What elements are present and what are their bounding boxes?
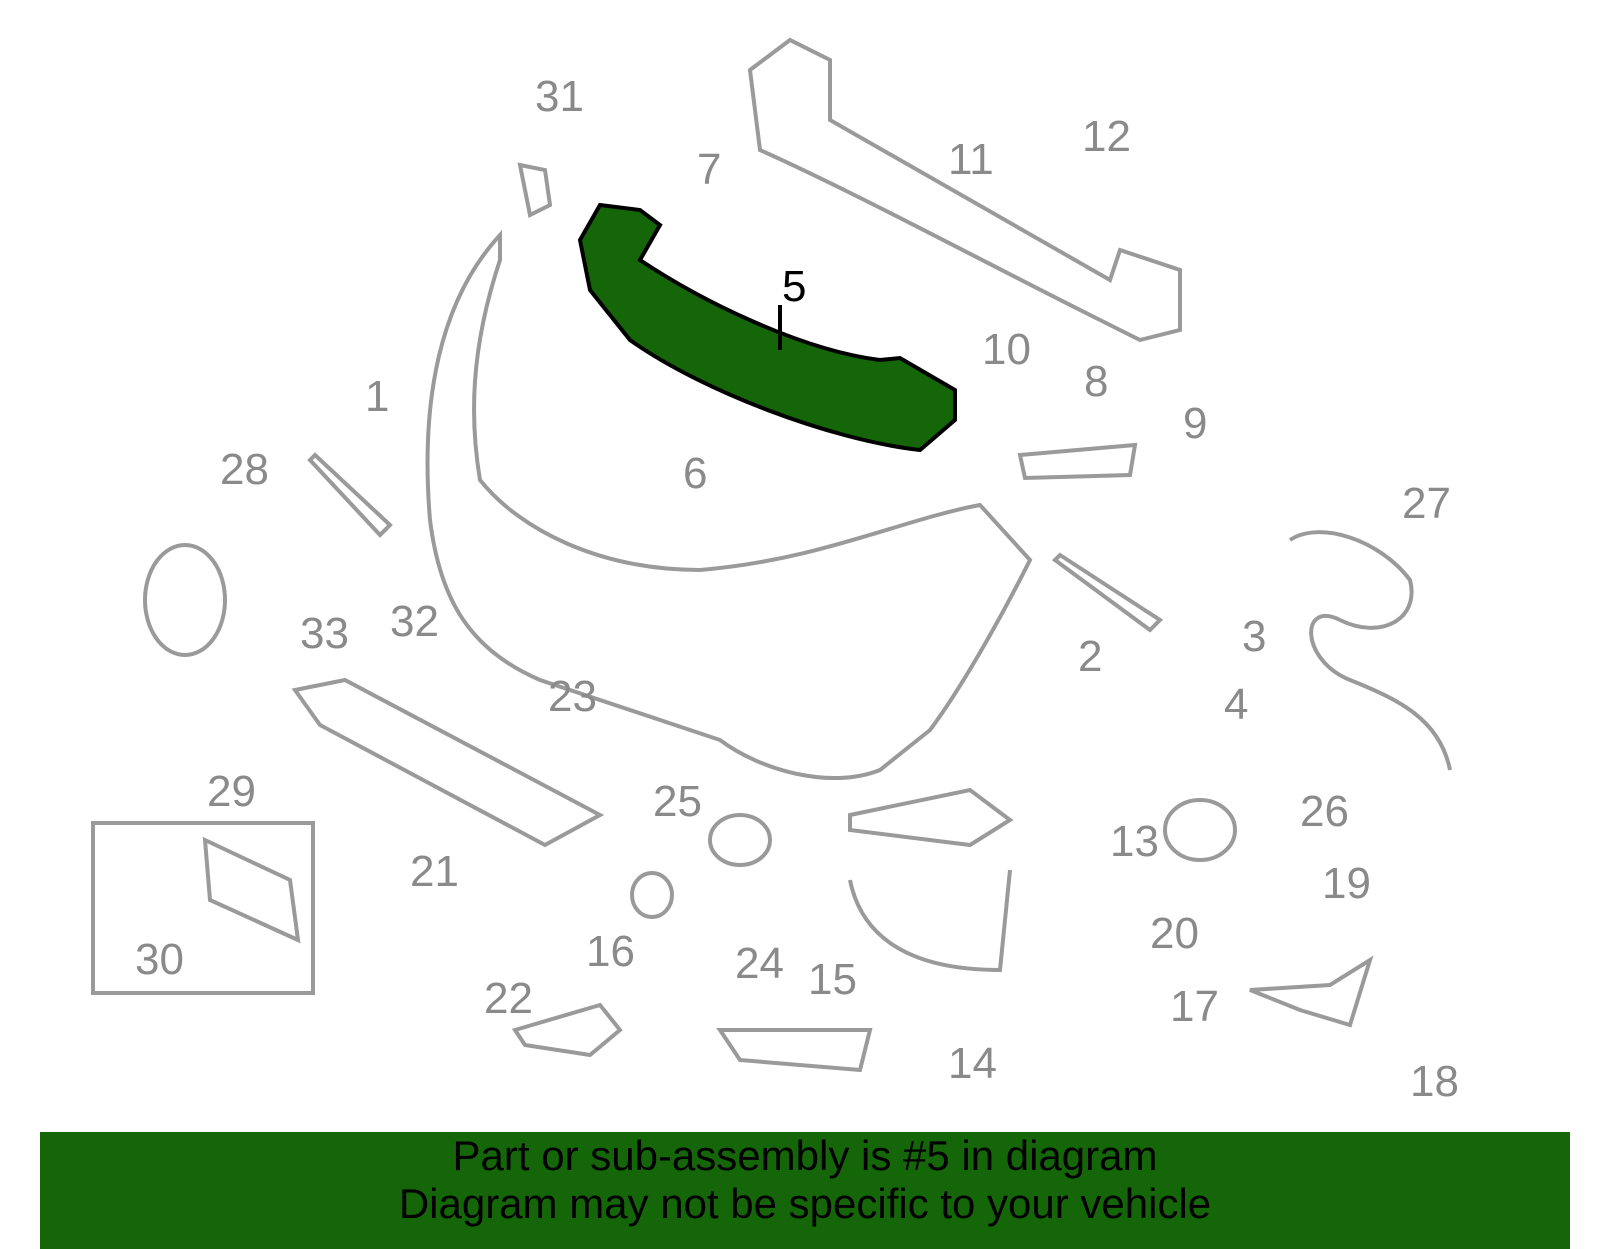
callout-17: 17	[1170, 982, 1219, 1031]
callout-1: 1	[365, 372, 390, 421]
callout-26: 26	[1300, 787, 1349, 836]
callout-8: 8	[1084, 357, 1109, 406]
callout-25: 25	[653, 777, 702, 826]
callout-23: 23	[548, 672, 597, 721]
callout-11: 11	[948, 135, 994, 184]
banner-line-part: Part or sub-assembly is #5 in diagram	[452, 1132, 1158, 1179]
callout-6: 6	[683, 449, 708, 498]
callout-22: 22	[484, 974, 533, 1023]
callout-12: 12	[1082, 112, 1131, 161]
info-banner: Part or sub-assembly is #5 in diagram Di…	[40, 1132, 1570, 1249]
callout-14: 14	[948, 1039, 997, 1088]
callout-30: 30	[135, 935, 184, 984]
callout-7: 7	[697, 145, 722, 194]
callout-18: 18	[1410, 1057, 1459, 1106]
highlighted-part-5	[577, 202, 957, 453]
callout-15: 15	[808, 955, 857, 1004]
callout-13: 13	[1110, 817, 1159, 866]
callout-33: 33	[300, 609, 349, 658]
undershield-part-21	[291, 677, 605, 848]
diagram-drawing	[91, 37, 1452, 1073]
banner-line-disclaimer: Diagram may not be specific to your vehi…	[398, 1180, 1212, 1227]
callout-31: 31	[535, 72, 584, 121]
callout-32: 32	[390, 597, 439, 646]
callout-28: 28	[220, 445, 269, 494]
callout-10: 10	[982, 325, 1031, 374]
callout-19: 19	[1322, 859, 1371, 908]
callout-2: 2	[1078, 632, 1103, 681]
callout-3: 3	[1242, 612, 1267, 661]
callout-5: 5	[782, 262, 807, 311]
callout-29: 29	[207, 767, 256, 816]
reinforcement-part-11	[747, 37, 1182, 343]
license-box-29	[91, 821, 315, 995]
callout-24: 24	[735, 939, 784, 988]
bumper-cover-part-1	[425, 229, 1033, 781]
callout-20: 20	[1150, 909, 1199, 958]
callout-16: 16	[586, 927, 635, 976]
callout-4: 4	[1224, 680, 1249, 729]
callout-9: 9	[1183, 399, 1208, 448]
callout-27: 27	[1402, 479, 1451, 528]
harness-part-27	[1288, 530, 1452, 771]
callout-21: 21	[410, 847, 459, 896]
